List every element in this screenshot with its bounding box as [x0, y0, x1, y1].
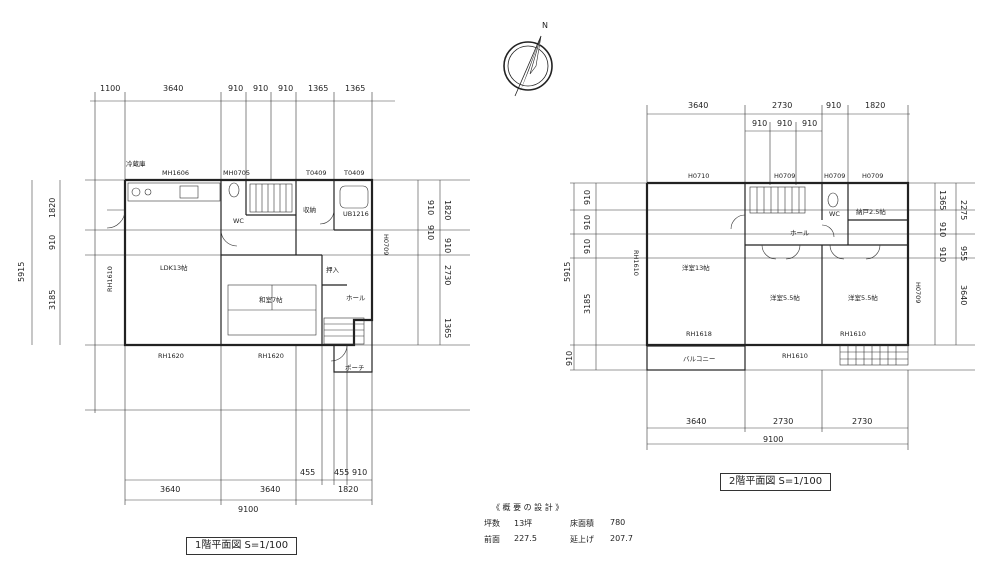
floor2-right-dim: 910: [938, 222, 947, 237]
floor1-window-label: RH1610: [106, 266, 114, 292]
floor1-label-fridge: 冷蔵庫: [126, 159, 146, 168]
floor1-right-dim: 910: [443, 238, 452, 253]
floor1-window-label: MH0705: [223, 169, 250, 177]
floor2-window-label: H0709: [824, 172, 845, 180]
floor2-window-label: RH1610: [782, 352, 808, 360]
floor1-window-label: RH1620: [258, 352, 284, 360]
floor1-label-wc: WC: [233, 217, 244, 225]
floor1-window-label: T0409: [343, 169, 365, 177]
floor1-right-dim: 1820: [443, 200, 452, 220]
floor2-left-total: 5915: [563, 262, 572, 282]
floor1-top-dim: 910: [228, 84, 243, 93]
floor1-window-label: H0709: [382, 234, 390, 255]
compass-north-icon: N: [503, 21, 553, 97]
floor1-label-washitsu: 和室7帖: [259, 295, 283, 304]
floor1-bottom-total: 9100: [238, 505, 258, 514]
floor1-label-oshiire: 押入: [326, 265, 340, 274]
floor2-right-dim: 3640: [959, 285, 968, 305]
floor2-label-room55b: 洋室5.5帖: [848, 293, 878, 302]
floor2-label-room13: 洋室13帖: [682, 263, 710, 272]
floor2-window-label: RH1610: [840, 330, 866, 338]
floor2-window-label: H0710: [688, 172, 709, 180]
floor1-bottom-dim: 3640: [160, 485, 180, 494]
floor2-plan: 3640 2730 910 1820 910 910 910 5915 910 …: [563, 101, 975, 450]
floor1-label-ldk: LDK13帖: [160, 263, 188, 272]
summary-value: 227.5: [514, 534, 537, 543]
floor2-right-dim: 910: [938, 247, 947, 262]
floor2-label-wc: WC: [829, 210, 840, 218]
floor2-top-dim2: 910: [777, 119, 792, 128]
summary-value: 780: [610, 518, 626, 527]
floor2-left-dim: 910: [583, 239, 592, 254]
floor1-bottom-dim: 3640: [260, 485, 280, 494]
floor1-window-label: T0409: [305, 169, 327, 177]
floor2-right-dim: 955: [959, 246, 968, 261]
summary-label: 坪数: [484, 519, 500, 528]
floor1-window-label: RH1620: [158, 352, 184, 360]
floor2-right-dim: 1365: [938, 190, 947, 210]
floor1-window-label: MH1606: [162, 169, 189, 177]
floor2-window-label: RH1618: [686, 330, 712, 338]
summary-title: 《 概 要 の 設 計 》: [492, 503, 564, 512]
floor2-top-dim: 1820: [865, 101, 885, 110]
floor2-window-label: RH1610: [632, 250, 640, 276]
floor1-right-dim: 1365: [443, 318, 452, 338]
floor1-left-total: 5915: [17, 262, 26, 282]
summary-label: 床面積: [570, 519, 594, 528]
floor2-top-dim2: 910: [752, 119, 767, 128]
floor1-left-dim: 1820: [48, 198, 57, 218]
floor2-top-dim2: 910: [802, 119, 817, 128]
floor1-top-dim: 910: [253, 84, 268, 93]
floor1-top-dim: 1365: [308, 84, 328, 93]
floor1-label-storage: 収納: [303, 205, 316, 214]
floor2-top-dim: 2730: [772, 101, 792, 110]
floor1-top-dim: 910: [278, 84, 293, 93]
floor2-bottom-dim: 2730: [852, 417, 872, 426]
floor1-bottom-small: 455: [300, 468, 315, 477]
compass-north-label: N: [542, 21, 548, 30]
floor2-caption: 2階平面図 S=1/100: [720, 473, 832, 491]
floor2-window-label: H0709: [862, 172, 883, 180]
floor2-label-closet: 納戸2.5帖: [856, 207, 886, 216]
floor1-label-hall: ホール: [346, 294, 366, 302]
floor2-label-room55a: 洋室5.5帖: [770, 293, 800, 302]
floor2-left-dim: 3185: [583, 294, 592, 314]
summary-value: 13坪: [514, 519, 533, 528]
floor1-right-dim: 910: [426, 225, 435, 240]
summary-label: 前面: [484, 535, 500, 544]
floor2-top-dim: 910: [826, 101, 841, 110]
floor2-left-dim: 910: [565, 351, 574, 366]
floor2-window-label: H0709: [914, 282, 922, 303]
floor2-left-dim: 910: [583, 190, 592, 205]
floor2-label-hall: ホール: [790, 229, 810, 237]
floor2-right-dim: 2275: [959, 200, 968, 220]
floor1-label-ub: UB1216: [343, 210, 369, 218]
floor1-right-dim: 910: [426, 200, 435, 215]
floor2-label-balcony: バルコニー: [683, 355, 715, 363]
floor1-top-dim: 1100: [100, 84, 120, 93]
floor1-top-dim: 1365: [345, 84, 365, 93]
floor1-bottom-dim: 1820: [338, 485, 358, 494]
floor1-plan: 1100 3640 910 910 910 1365 1365 5915 182…: [17, 84, 470, 514]
floor1-left-dim: 910: [48, 235, 57, 250]
floor2-bottom-dim: 2730: [773, 417, 793, 426]
floor1-label-porch: ポーチ: [345, 364, 365, 372]
summary-label: 延上げ: [570, 535, 594, 544]
floor2-left-dim: 910: [583, 215, 592, 230]
floor1-bottom-small: 910: [352, 468, 367, 477]
floor2-bottom-total: 9100: [763, 435, 783, 444]
floor2-top-dim: 3640: [688, 101, 708, 110]
floor1-left-dim: 3185: [48, 290, 57, 310]
floor1-right-dim: 2730: [443, 265, 452, 285]
floor2-window-label: H0709: [774, 172, 795, 180]
floor1-caption: 1階平面図 S=1/100: [186, 537, 298, 555]
floor1-top-dim: 3640: [163, 84, 183, 93]
summary-value: 207.7: [610, 534, 633, 543]
floor1-bottom-small: 455: [334, 468, 349, 477]
floor2-bottom-dim: 3640: [686, 417, 706, 426]
